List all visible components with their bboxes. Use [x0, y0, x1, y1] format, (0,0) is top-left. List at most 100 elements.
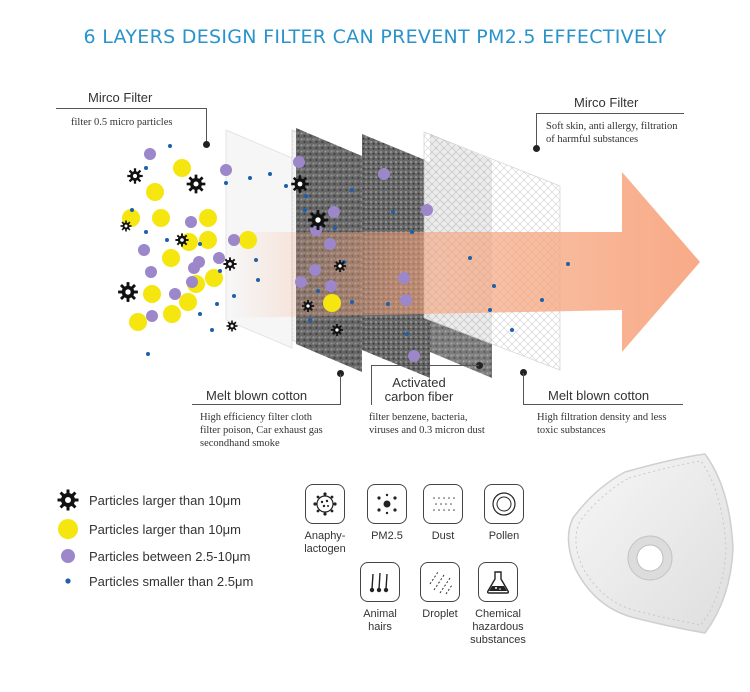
callout-top-left-title: Mirco Filter: [88, 90, 153, 105]
purple-particle: [421, 204, 433, 216]
blue-particle: [144, 166, 148, 170]
gear-particle: [333, 259, 347, 273]
blue-particle: [488, 308, 492, 312]
yellow-particle: [173, 159, 191, 177]
blue-particle: [492, 284, 496, 288]
blue-particle: [232, 294, 236, 298]
blue-particle: [540, 298, 544, 302]
callout-top-right-desc-line-2: of harmful substances: [546, 134, 639, 145]
callout-melt-left-dot: [337, 370, 344, 377]
airflow-arrow: [230, 172, 700, 352]
yellow-particle: [205, 269, 223, 287]
pollen-icon: [492, 492, 516, 516]
callout-melt-left-desc-line-3: secondhand smoke: [200, 438, 280, 449]
callout-melt-right-line: [523, 404, 683, 405]
blue-particle: [215, 302, 219, 306]
callout-top-left-dot: [203, 141, 210, 148]
blue-particle: [165, 238, 169, 242]
pollutant-chemical: Chemical hazardous substances: [468, 562, 528, 647]
pollutant-label-line: lactogen: [304, 543, 346, 555]
blue-particle: [130, 208, 134, 212]
pollutant-label-line: substances: [470, 634, 526, 646]
purple-particle: [220, 164, 232, 176]
blue-particle: [254, 258, 258, 262]
callout-carbon-title: Activated carbon fiber: [384, 376, 454, 404]
blue-particle: [391, 210, 395, 214]
legend-label: Particles larger than 10μm: [89, 492, 242, 508]
callout-carbon-title-line-1: Activated: [392, 375, 446, 390]
callout-carbon-title-line-2: carbon fiber: [384, 389, 454, 404]
purple-particle: [328, 206, 340, 218]
gear-particle: [175, 233, 189, 247]
purple-particle: [185, 216, 197, 228]
callout-carbon-desc-line-2: viruses and 0.3 micron dust: [369, 425, 485, 436]
blue-particle: [350, 300, 354, 304]
blue-particle: [248, 176, 252, 180]
callout-melt-right-vline: [523, 373, 524, 404]
callout-top-right-dot: [533, 145, 540, 152]
purple-particle: [228, 234, 240, 246]
callout-top-right-desc-line-1: Soft skin, anti allergy, filtration: [546, 121, 678, 132]
callout-top-left-line: [56, 108, 206, 109]
legend-label: Particles smaller than 2.5μm: [89, 573, 254, 589]
legend-item-yellow: Particles larger than 10μm: [56, 517, 241, 541]
pollutant-label-line: hairs: [368, 621, 392, 633]
purple-particle: [138, 244, 150, 256]
blue-particle: [386, 302, 390, 306]
droplet-icon: [429, 571, 453, 595]
pm25-icon: [377, 493, 397, 515]
blue-particle: [566, 262, 570, 266]
callout-carbon-dot: [476, 362, 483, 369]
callout-melt-left-title: Melt blown cotton: [206, 388, 308, 403]
filter-layers-illustration: [118, 128, 700, 378]
pollutant-label-line: Chemical: [475, 608, 521, 620]
gear-particle: [127, 168, 143, 184]
gear-particle: [186, 174, 206, 194]
yellow-particle: [152, 209, 170, 227]
purple-particle: [145, 266, 157, 278]
blue-particle: [510, 328, 514, 332]
pollutant-animal-hairs: Animal hairs: [350, 562, 410, 634]
purple-particle: [408, 350, 420, 362]
gear-particle: [226, 320, 238, 332]
pollutant-label-line: Droplet: [422, 608, 458, 620]
callout-melt-right-desc-line-2: toxic substances: [537, 425, 606, 436]
callout-top-right-title: Mirco Filter: [574, 95, 639, 110]
blue-particle: [224, 181, 228, 185]
callout-carbon-line: [371, 365, 479, 366]
yellow-particle: [323, 294, 341, 312]
blue-particle: [316, 289, 320, 293]
purple-particle: [309, 264, 321, 276]
blue-particle: [210, 328, 214, 332]
purple-particle: [213, 252, 225, 264]
blue-particle: [218, 269, 222, 273]
pollutant-pm25: PM2.5: [357, 484, 417, 543]
blue-particle: [198, 312, 202, 316]
purple-particle: [400, 294, 412, 306]
callout-melt-left-desc: High efficiency filter cloth filter pois…: [200, 411, 323, 450]
callout-melt-right-desc: High filtration density and less toxic s…: [537, 411, 666, 437]
purple-particle: [398, 272, 410, 284]
purple-particle: [295, 276, 307, 288]
callout-top-left-desc: filter 0.5 micro particles: [71, 117, 173, 128]
gear-particle: [120, 220, 132, 232]
callout-top-right-vline: [536, 113, 537, 148]
purple-particle: [146, 310, 158, 322]
legend-label: Particles larger than 10μm: [89, 521, 242, 537]
purple-particle: [293, 156, 305, 168]
purple-particle: [169, 288, 181, 300]
pollutant-label-line: hazardous: [472, 621, 524, 633]
pollutant-pollen: Pollen: [474, 484, 534, 543]
yellow-particle: [163, 305, 181, 323]
blue-particle: [268, 172, 272, 176]
pollutant-droplet: Droplet: [410, 562, 470, 621]
blue-particle: [410, 230, 414, 234]
blue-particle: [333, 226, 337, 230]
pollutant-label-line: Anaphy-: [304, 530, 346, 542]
yellow-particle: [179, 293, 197, 311]
blue-particle: [303, 208, 307, 212]
blue-particle: [144, 230, 148, 234]
yellow-particle: [199, 231, 217, 249]
chemical-flask-icon: [486, 571, 510, 594]
